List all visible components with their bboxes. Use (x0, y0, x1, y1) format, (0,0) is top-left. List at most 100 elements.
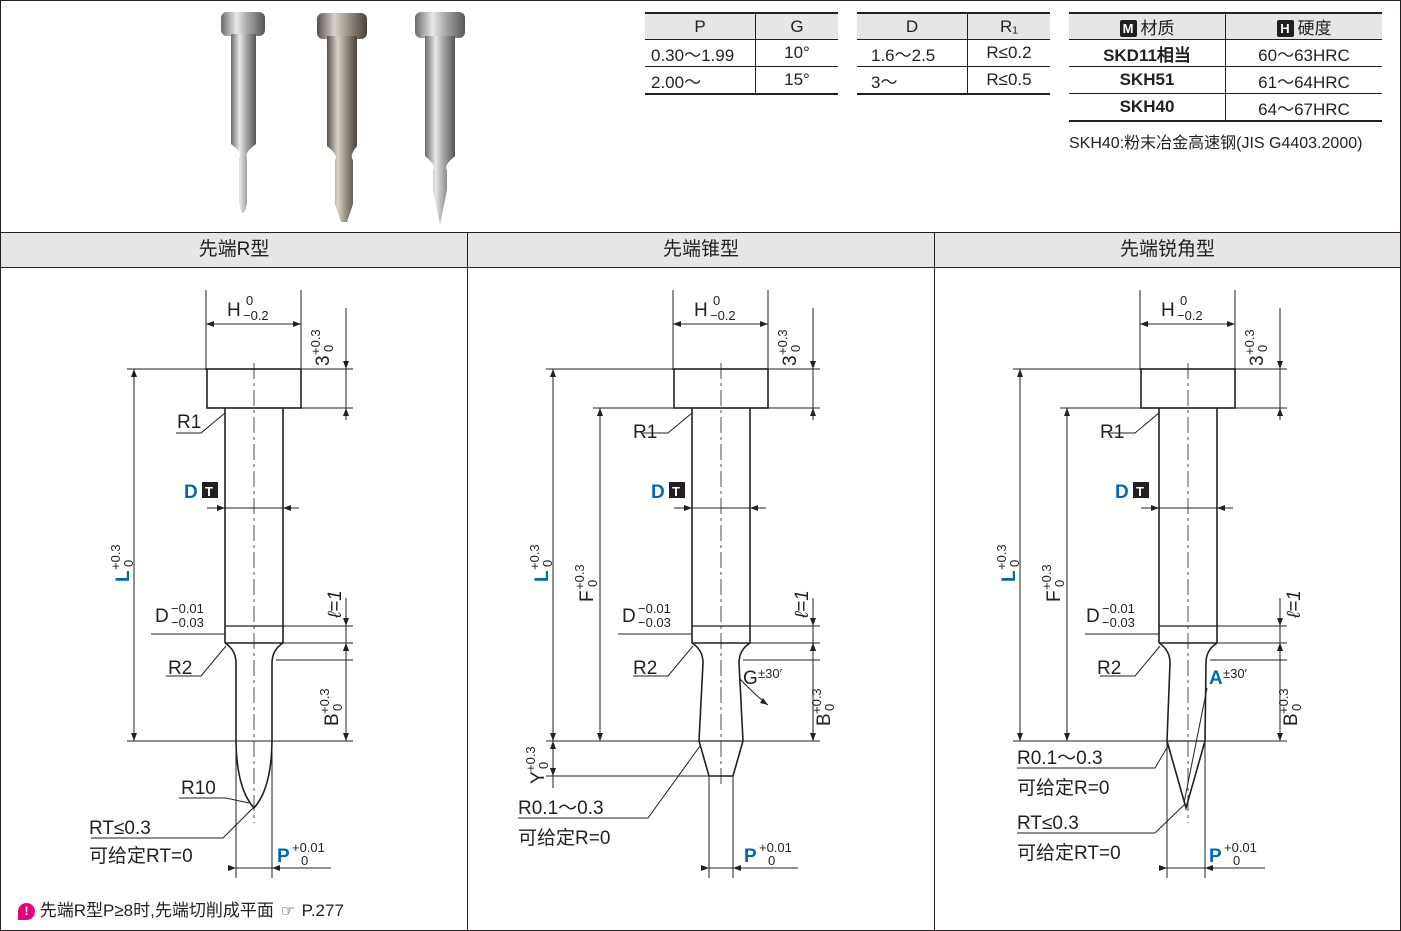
label-d: D (184, 482, 198, 503)
cell: 61～64HRC (1225, 66, 1382, 94)
punch-photo-taper-tip (317, 13, 367, 222)
section-title-r-tip: 先端R型 (1, 232, 467, 268)
t-badge-icon: T (672, 484, 680, 499)
label-3-tol: 0 (788, 345, 803, 352)
table-d-r1: D R₁ 1.6～2.5 R≤0.2 3～ R≤0.5 (857, 12, 1050, 95)
col-g: G (755, 12, 838, 40)
label-rt-note: 可给定RT=0 (1017, 842, 1121, 864)
label-p: P (277, 846, 290, 867)
label-rt: RT≤0.3 (1017, 813, 1079, 834)
cell: 0.30～1.99 (645, 39, 756, 67)
label-r2: R2 (168, 658, 192, 679)
divider (934, 232, 935, 930)
label-b-tol: +0.3 (1276, 688, 1291, 714)
product-photo (221, 12, 465, 225)
label-b-tol: 0 (822, 704, 837, 711)
label-rt-note: 可给定RT=0 (89, 845, 193, 867)
label-h-tol: −0.2 (243, 308, 269, 323)
label-r10: R10 (181, 778, 216, 799)
label-l-tol: 0 (121, 560, 136, 567)
cell: 60～63HRC (1225, 39, 1382, 67)
cell: R≤0.2 (967, 39, 1050, 67)
cell: 3～ (857, 66, 968, 95)
label-h-tol: −0.2 (1177, 308, 1203, 323)
label-f-tol: 0 (1052, 580, 1067, 587)
label-p: P (1209, 846, 1222, 867)
label-3-tol: +0.3 (308, 329, 323, 355)
material-note: SKH40:粉末冶金高速钢(JIS G4403.2000) (1069, 135, 1363, 152)
label-f-tol: +0.3 (572, 564, 587, 590)
table-p-g: P G 0.30～1.99 10° 2.00～ 15° (645, 12, 838, 95)
col-p: P (645, 12, 756, 40)
footnote: ! 先端R型P≥8时,先端切削成平面 ☞ P.277 (18, 896, 344, 921)
label-3-tol: 0 (321, 345, 336, 352)
label-3-tol: +0.3 (1242, 329, 1257, 355)
cell: 1.6～2.5 (857, 39, 968, 67)
cell: SKH40 (1069, 93, 1226, 122)
label-l-tol: +0.3 (527, 544, 542, 570)
label-d-tol: D (1086, 606, 1100, 627)
label-r1: R1 (177, 412, 201, 433)
section-title-taper-tip: 先端锥型 (468, 232, 934, 268)
label-r1: R1 (1100, 422, 1124, 443)
label-r01: R0.1～0.3 (518, 798, 604, 819)
label-y-tol: 0 (536, 762, 551, 769)
label-l: L (113, 570, 134, 582)
cell: 15° (755, 66, 838, 95)
label-p: P (744, 846, 757, 867)
label-d-tol-lower: −0.03 (171, 615, 204, 630)
label-p-tol: 0 (1233, 853, 1240, 868)
warning-icon: ! (18, 903, 35, 920)
label-b-tol: +0.3 (809, 688, 824, 714)
label-d-tol: D (622, 606, 636, 627)
label-h: H (694, 300, 708, 321)
label-ell: ℓ=1 (1284, 590, 1305, 619)
col-r1: R₁ (967, 12, 1050, 40)
label-r2: R2 (1097, 658, 1121, 679)
label-y-tol: +0.3 (523, 746, 538, 772)
label-h-tol: 0 (246, 293, 253, 308)
label-d-tol: D (155, 606, 169, 627)
label-h-tol: 0 (713, 293, 720, 308)
label-p-tol: +0.01 (1224, 840, 1257, 855)
label-p-tol: 0 (301, 853, 308, 868)
label-b: B (322, 713, 343, 726)
label-b: B (1281, 713, 1302, 726)
t-badge-icon: T (205, 484, 213, 499)
label-b-tol: 0 (330, 704, 345, 711)
label-h: H (1161, 300, 1175, 321)
label-d-tol-lower: −0.03 (638, 615, 671, 630)
section-title-sharp-tip: 先端锐角型 (935, 232, 1400, 268)
label-l-tol: +0.3 (108, 544, 123, 570)
hardness-badge-icon: H (1276, 20, 1294, 37)
label-b-tol: +0.3 (317, 688, 332, 714)
label-d-tol-upper: −0.01 (171, 601, 204, 616)
label-h-tol: −0.2 (710, 308, 736, 323)
cell: 10° (755, 39, 838, 67)
label-ell: ℓ=1 (325, 590, 346, 619)
punch-photo-r-tip (221, 12, 265, 213)
drawing-r-tip: H 0 −0.2 3 +0.3 0 R1 D T L +0.3 0 D −0.0… (89, 290, 353, 878)
drawing-taper-tip: H 0 −0.2 3 +0.3 0 R1 D T L +0.3 0 F +0.3… (518, 290, 837, 878)
label-d-tol-upper: −0.01 (1102, 601, 1135, 616)
cell: SKD11相当 (1069, 39, 1226, 67)
label-r-note: 可给定R=0 (1017, 777, 1109, 799)
label-r-note: 可给定R=0 (518, 827, 610, 849)
pointing-hand-icon: ☞ (280, 903, 295, 920)
label-r1: R1 (633, 422, 657, 443)
label-h: H (227, 300, 241, 321)
label-r01: R0.1～0.3 (1017, 748, 1103, 769)
page-reference-link[interactable]: P.277 (301, 901, 344, 920)
label-b-tol: 0 (1289, 704, 1304, 711)
label-r2: R2 (633, 658, 657, 679)
label-p-tol: 0 (768, 853, 775, 868)
drawing-sharp-tip: H 0 −0.2 3 +0.3 0 R1 D T L +0.3 0 F +0.3… (994, 290, 1305, 878)
label-g: G (743, 668, 758, 689)
label-3-tol: 0 (1255, 345, 1270, 352)
label-a: A (1209, 668, 1223, 689)
label-f: F (1044, 590, 1065, 602)
label-f-tol: 0 (585, 580, 600, 587)
label-d-tol-lower: −0.03 (1102, 615, 1135, 630)
